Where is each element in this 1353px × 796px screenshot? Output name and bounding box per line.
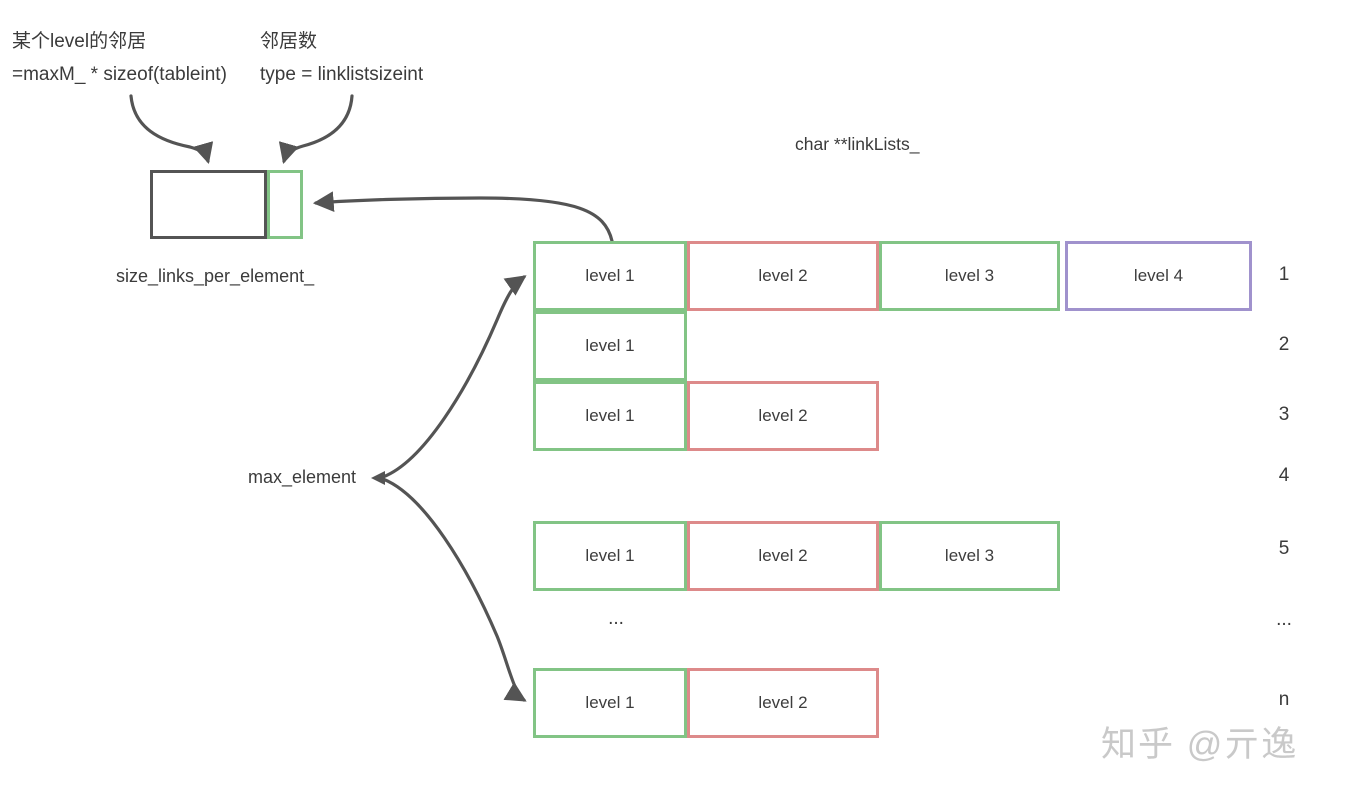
level-cell-4: level 4 — [1065, 241, 1252, 311]
neighbor-annotation: 某个level的邻居 — [12, 31, 147, 52]
level-cell-label: level 1 — [585, 406, 635, 425]
neighbor-count-cell — [267, 170, 303, 239]
level-cell-label: level 3 — [944, 266, 995, 285]
level-cell-1: level 1 — [533, 241, 687, 311]
level-cell-label: level 1 — [585, 546, 635, 565]
row-number: 5 — [1278, 538, 1290, 559]
watermark: 知乎 @亓逸 — [1101, 725, 1299, 764]
level-cell-2: level 2 — [687, 521, 879, 591]
row-number: 2 — [1278, 334, 1290, 355]
level-cell-1: level 1 — [533, 311, 687, 381]
arrow-row1-to-sizebox — [312, 191, 614, 243]
level-cell-label: level 1 — [585, 266, 635, 285]
row-number: 3 — [1278, 404, 1290, 425]
linklist-row-n: level 1 level 2 — [533, 668, 879, 738]
size-links-label: size_links_per_element_ — [116, 266, 315, 286]
level-cell-2: level 2 — [687, 668, 879, 738]
row-number: ... — [1276, 609, 1292, 630]
level-cell-2: level 2 — [687, 381, 879, 451]
arrow-maxelement-to-row1 — [381, 275, 527, 479]
level-cell-2: level 2 — [687, 241, 879, 311]
arrow-count-to-greencell — [278, 94, 354, 164]
rows-ellipsis: ... — [608, 608, 624, 629]
level-cell-1: level 1 — [533, 381, 687, 451]
level-cell-3: level 3 — [879, 241, 1060, 311]
max-element-label: max_element — [248, 467, 357, 487]
level-cell-label: level 2 — [758, 693, 808, 712]
level-cell-label: level 2 — [758, 266, 808, 285]
linklist-row-1: level 1 level 2 level 3 level 4 — [533, 241, 1252, 311]
neighbor-links-cell — [150, 170, 267, 239]
level-cell-1: level 1 — [533, 521, 687, 591]
level-cell-label: level 2 — [758, 546, 808, 565]
level-cell-label: level 3 — [944, 546, 995, 565]
linklists-label: char **linkLists_ — [795, 134, 920, 154]
neighbor-formula: =maxM_ * sizeof(tableint) — [12, 64, 227, 85]
linklist-row-3: level 1 level 2 — [533, 381, 879, 451]
count-annotation: 邻居数 — [260, 31, 318, 52]
arrow-maxelement-to-rown — [381, 477, 527, 702]
count-formula: type = linklistsizeint — [260, 64, 424, 85]
linklist-row-2: level 1 — [533, 311, 687, 381]
level-cell-3: level 3 — [879, 521, 1060, 591]
level-cell-label: level 4 — [1133, 266, 1184, 285]
level-cell-label: level 1 — [585, 693, 635, 712]
arrow-neighbor-to-darkcell — [129, 94, 214, 164]
level-cell-1: level 1 — [533, 668, 687, 738]
level-cell-label: level 1 — [585, 336, 635, 355]
arrowhead-maxelement-junction — [371, 471, 385, 485]
linklist-row-5: level 1 level 2 level 3 — [533, 521, 1060, 591]
level-cell-label: level 2 — [758, 406, 808, 425]
row-number: n — [1278, 689, 1290, 710]
row-number: 1 — [1278, 264, 1290, 285]
row-number: 4 — [1278, 465, 1290, 486]
